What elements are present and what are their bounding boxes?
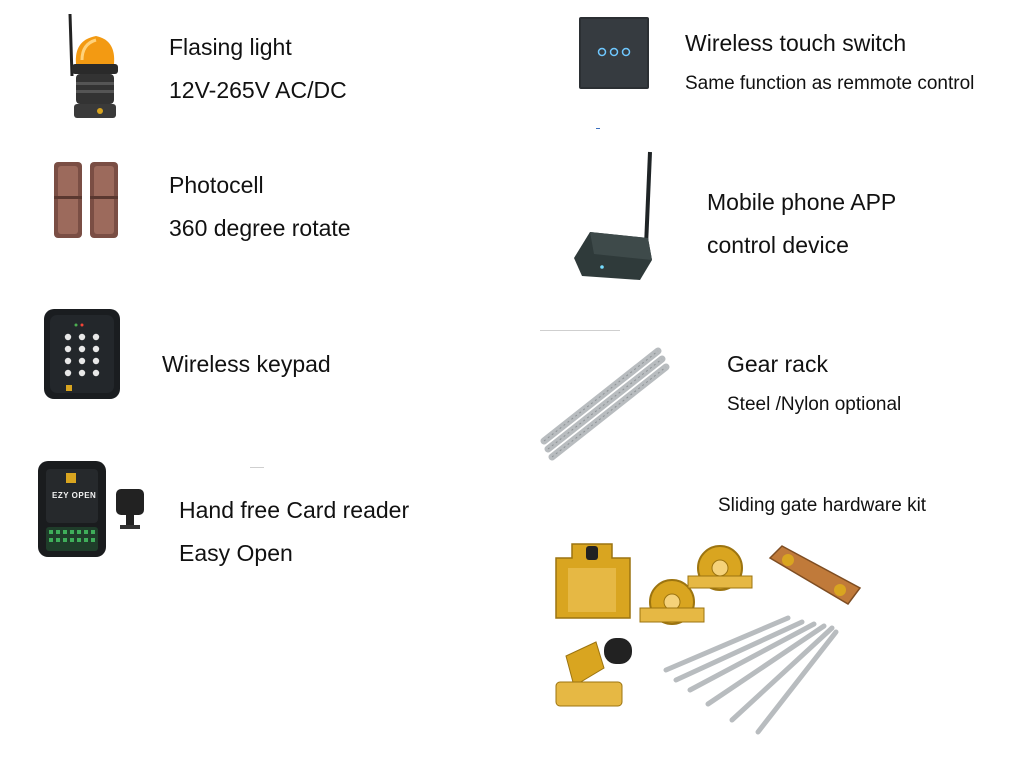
gear-rack-subtitle: Steel /Nylon optional bbox=[727, 394, 902, 415]
gear-rack-icon bbox=[540, 347, 670, 461]
hardware-kit-icon bbox=[555, 543, 862, 735]
touch-switch-subtitle: Same function as remmote control bbox=[685, 73, 975, 94]
card-reader-icon bbox=[38, 461, 144, 557]
hardware-kit-image bbox=[548, 538, 864, 738]
wifi-device-subtitle: control device bbox=[707, 232, 849, 258]
wifi-router-image bbox=[570, 150, 660, 284]
touch-switch-image bbox=[578, 16, 650, 90]
artifact-line bbox=[250, 467, 264, 468]
photocell-image bbox=[52, 158, 122, 242]
touch-switch-icon bbox=[579, 17, 649, 89]
photocell-title: Photocell bbox=[169, 172, 264, 198]
gear-rack-title: Gear rack bbox=[727, 351, 828, 377]
hardware-kit-title: Sliding gate hardware kit bbox=[718, 495, 927, 516]
card-reader-title: Hand free Card reader bbox=[179, 497, 410, 523]
artifact-line bbox=[540, 330, 620, 331]
card-reader-subtitle: Easy Open bbox=[179, 540, 293, 566]
keypad-image bbox=[42, 307, 122, 401]
wifi-device-title: Mobile phone APP bbox=[707, 189, 897, 215]
wifi-router-icon bbox=[574, 151, 652, 280]
photocell-icon bbox=[54, 162, 118, 238]
flashing-light-image bbox=[60, 12, 120, 124]
gear-rack-image bbox=[540, 345, 670, 467]
flashing-light-icon bbox=[68, 13, 118, 118]
keypad-icon bbox=[44, 309, 120, 399]
artifact-line bbox=[596, 128, 600, 129]
flashing-light-subtitle: 12V-265V AC/DC bbox=[169, 77, 347, 103]
card-reader-device-text: EZY OPEN bbox=[52, 491, 97, 500]
keypad-title: Wireless keypad bbox=[162, 351, 331, 377]
card-reader-image: EZY OPEN bbox=[36, 459, 152, 563]
photocell-subtitle: 360 degree rotate bbox=[169, 215, 351, 241]
flashing-light-title: Flasing light bbox=[169, 34, 292, 60]
touch-switch-title: Wireless touch switch bbox=[685, 30, 907, 56]
